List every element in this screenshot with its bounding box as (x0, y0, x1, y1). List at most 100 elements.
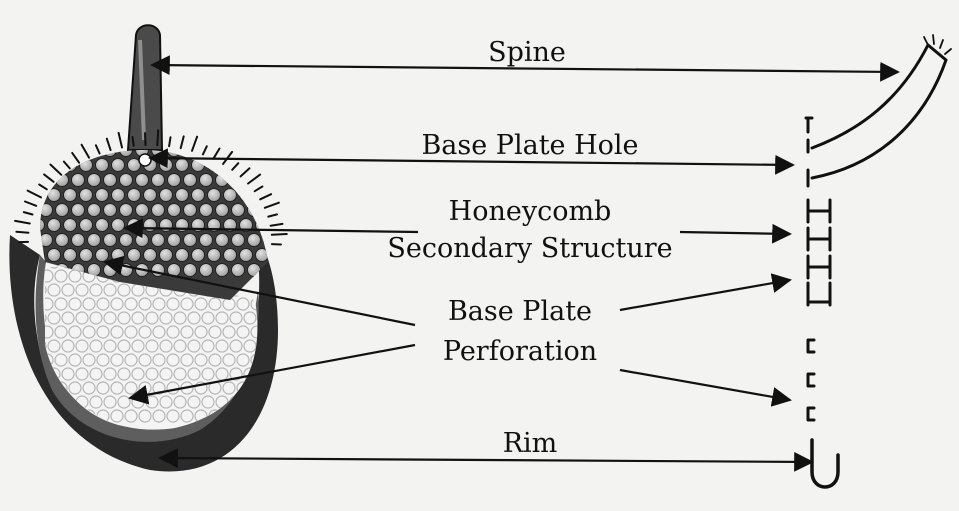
honeycomb-cell (127, 218, 141, 232)
spinule (156, 129, 160, 147)
perforation-cell (82, 325, 96, 339)
perforation-cell (124, 325, 138, 339)
spinule (267, 213, 278, 218)
honeycomb-cell (87, 233, 101, 247)
spinule (15, 230, 30, 234)
perforation-cell (131, 339, 145, 353)
honeycomb-cell (24, 144, 37, 157)
honeycomb-cell (55, 203, 69, 217)
perforation-cell (180, 325, 194, 339)
arrow-honeycomb-left (123, 218, 419, 239)
perforation-cell (61, 339, 75, 353)
perforation-cell (236, 325, 250, 339)
spinule (26, 189, 42, 199)
spinule (253, 185, 264, 193)
perforation-cell (138, 353, 152, 367)
perforation-cell (201, 311, 215, 325)
perforation-cell (187, 367, 201, 381)
perforation-cell (110, 297, 124, 311)
perforation-cell (152, 325, 166, 339)
label-honeycomb-line2: Secondary Structure (387, 233, 673, 264)
honeycomb-cell (207, 248, 221, 262)
honeycomb-cell (103, 173, 117, 187)
perforation-cell (180, 409, 194, 423)
honeycomb-cell (55, 150, 69, 157)
perforation-cell (145, 367, 159, 381)
honeycomb-cell (239, 158, 253, 172)
perforation-cell (75, 283, 89, 297)
perforation-cell (173, 311, 187, 325)
label-base-plate-hole: Base Plate Hole (421, 130, 639, 161)
honeycomb-cell (151, 233, 165, 247)
perforation-cell (201, 339, 215, 353)
honeycomb-cell (127, 188, 141, 202)
honeycomb-cell (239, 218, 253, 232)
perforation-cell (229, 367, 243, 381)
honeycomb-cell (143, 248, 157, 262)
perforation-cell (61, 283, 75, 297)
honeycomb-cell (239, 248, 253, 262)
honeycomb-cell (215, 233, 229, 247)
perforation-cell (138, 409, 152, 423)
honeycomb-cell (87, 173, 101, 187)
honeycomb-cell (215, 173, 229, 187)
perforation-cell (103, 367, 117, 381)
honeycomb-cell (183, 173, 197, 187)
honeycomb-cell (63, 248, 77, 262)
honeycomb-cell (47, 248, 61, 262)
perforation-cell (180, 297, 194, 311)
perforation-cell (229, 311, 243, 325)
honeycomb-cell (135, 173, 149, 187)
honeycomb-cell (103, 263, 117, 277)
perforation-cell (82, 297, 96, 311)
honeycomb-cell (231, 150, 245, 157)
base-plate-hole-mark (138, 153, 152, 167)
honeycomb-cell (24, 174, 37, 187)
section-spine-tip-hairs (923, 34, 952, 55)
arrow-perforation-lower-right (619, 368, 792, 407)
honeycomb-cell (111, 158, 125, 172)
honeycomb-cell (159, 248, 173, 262)
perforation-cell (138, 297, 152, 311)
honeycomb-cell (127, 248, 141, 262)
spinule (14, 219, 31, 225)
honeycomb-cell (71, 203, 85, 217)
spinule (144, 132, 147, 147)
honeycomb-cell (95, 188, 109, 202)
perforation-cell (82, 353, 96, 367)
perforation-cell (68, 353, 82, 367)
spinule (247, 173, 262, 185)
perforation-cell (117, 311, 131, 325)
perforation-cell (110, 325, 124, 339)
honeycomb-cell (79, 218, 93, 232)
perforation-cell (243, 311, 257, 325)
honeycomb-cell (223, 218, 237, 232)
perforation-cell (96, 353, 110, 367)
perforation-cell (124, 409, 138, 423)
spinule (38, 183, 48, 191)
perforation-cell (45, 325, 54, 339)
perforation-cell (236, 353, 250, 367)
perforation-cell (152, 297, 166, 311)
honeycomb-cell (40, 150, 53, 157)
perforation-cell (103, 311, 117, 325)
honeycomb-cell (103, 233, 117, 247)
honeycomb-cell (263, 173, 268, 187)
honeycomb-cell (40, 218, 45, 232)
honeycomb-cell (247, 150, 261, 157)
perforation-cell (159, 311, 173, 325)
perforation-cell (250, 325, 258, 339)
honeycomb-cell (272, 189, 285, 202)
honeycomb-cell (175, 188, 189, 202)
section-rim-hook (810, 438, 840, 489)
spinule (263, 201, 280, 209)
perforation-cell (124, 297, 138, 311)
perforation-cell (45, 269, 54, 283)
perforation-cell (124, 353, 138, 367)
spinule (43, 173, 55, 183)
spinule (231, 162, 240, 171)
perforation-cell (75, 311, 89, 325)
perforation-cell (145, 311, 159, 325)
